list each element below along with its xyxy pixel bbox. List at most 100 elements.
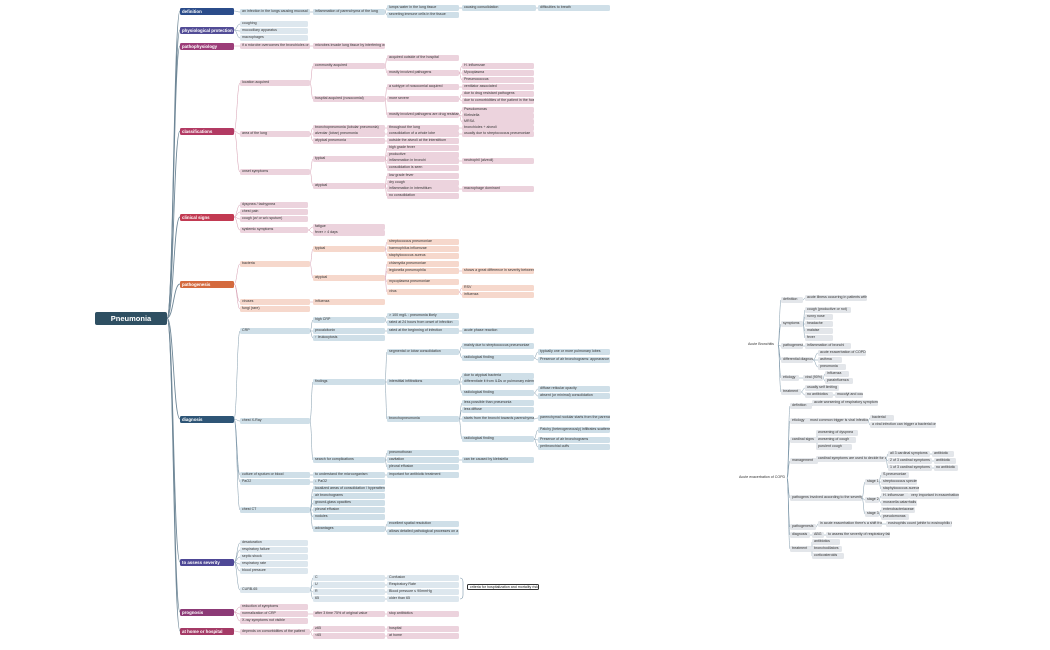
cb-dd-node: differential diagnosis [781, 357, 813, 363]
ae-st3b-node: pseudomonas [881, 514, 909, 520]
sev5-node: blood pressure [240, 568, 308, 574]
ae-pg1a-node: eosinophils count (white to eosinophilic… [886, 521, 952, 527]
connector [309, 263, 314, 279]
cb-pat1-node: inflammation of bronchi [805, 343, 851, 349]
dx-bronch3a-node: parenchymal nodular starts from the pare… [538, 415, 610, 421]
dx-bronch4-node: radiological finding [462, 436, 534, 442]
pg-typ2-node: haemophilus influenzae [387, 246, 459, 252]
connector [309, 381, 314, 422]
connector [233, 283, 241, 310]
cb-sym1-node: cough (productive or not) [805, 307, 851, 313]
ae-st1-node: stage 1 [865, 479, 879, 485]
connector [384, 459, 388, 468]
physiological-protection-node: physiological protection [180, 26, 234, 34]
cls-hosp3-node: mostly involved pathogens are drug resis… [387, 112, 459, 118]
connector [458, 98, 463, 102]
ae-path-node: pathogens involved according to the seve… [790, 495, 862, 501]
cs4-node: systemic symptoms [240, 227, 308, 233]
connector [309, 158, 314, 173]
dx-pa-node: PaO2 [240, 479, 310, 485]
cb-tre3-node: mucolyt and cough [835, 392, 863, 398]
connector [800, 391, 806, 396]
dx-bronch4c-node: peribronchial cuffs [538, 444, 610, 450]
connector [309, 631, 314, 637]
cls-bronch-node: bronchopneumonia (lobular pneumonia) [313, 125, 385, 131]
sev-u-node: U [313, 582, 385, 588]
sev-r1-node: Blood pressure ≤ 90mmHg [387, 589, 459, 595]
connector [458, 72, 463, 81]
dx-crp-high1-node: > 100 mg/L : pneumonia likely [387, 313, 459, 319]
connector [458, 409, 463, 420]
connector [777, 323, 782, 346]
dx-ct-node: chest CT [240, 507, 310, 513]
pg-vir1-node: influenza [313, 299, 385, 305]
def-c1-node: lumps water in the lung tissue [387, 5, 459, 11]
cb-def1-node: acute illness occurring in patients with… [805, 295, 867, 301]
connector [309, 248, 314, 265]
ae-eti1a-node: bacterial [870, 415, 894, 421]
classifications-node: classifications [180, 127, 234, 135]
ae-tr-node: treatment [790, 546, 812, 552]
cls-atyp3-node: inflammation in interstitium [387, 186, 459, 192]
connector [458, 114, 463, 123]
connector [878, 499, 882, 504]
cb-sym4-node: malaise [805, 328, 833, 334]
definition-node: definition [180, 7, 234, 15]
sev-c1-node: Confusion [387, 575, 459, 581]
def-b-node: inflammation of parenchyma of the lung [313, 9, 385, 15]
connector [384, 528, 388, 533]
connector [166, 216, 181, 319]
dx-crp-pct-node: procalcitonin [313, 328, 385, 334]
cls-atyp2-node: dry cough [387, 180, 459, 186]
ae-tr1-node: antibiotics [812, 539, 840, 545]
ae-st2b-node: very important in exacerbation [909, 493, 959, 499]
sev2-node: respiratory failure [240, 547, 308, 553]
ae-eti1b-node: a viral infection can trigger a bacteria… [870, 422, 936, 428]
ae-st1b-node: streptococcus species [881, 479, 917, 485]
dx-cult2-node: important for antibiotic treatment [387, 472, 459, 478]
ae-card2-node: worsening of cough [816, 437, 856, 443]
ah1-node: depends on comorbidities of the patient [240, 629, 310, 635]
dx-pa1-node: ↓ PaO2 [313, 479, 385, 485]
dx-seg2-node: radiological finding [462, 355, 534, 361]
cls-comm-node: community acquired [313, 63, 385, 69]
cb-sym3-node: headache [805, 321, 833, 327]
ae-st3-node: stage 3 [865, 511, 879, 517]
cls-area-node: area of the lung [240, 131, 310, 137]
ae-man-node: management [790, 458, 818, 464]
connector [878, 513, 882, 518]
cls-typ4-node: consolidation is seen [387, 165, 459, 171]
pg-atyp4a-node: RSV [462, 285, 534, 291]
connector [885, 458, 889, 469]
connector [458, 381, 463, 394]
cls-hosp-node: hospital acquired (nosocomial) [313, 96, 385, 102]
pat2-node: microbes invade lung tissue by interferi… [313, 43, 385, 49]
ae-man1b1-node: antibiotic [934, 458, 956, 464]
dx-crp-high-node: high CRP [313, 317, 385, 323]
connector [384, 277, 388, 293]
dx-comp1-node: pneumothorax [387, 450, 459, 456]
cb-def-node: definition [781, 297, 803, 303]
connector [812, 359, 819, 368]
connector [458, 418, 463, 440]
connector [802, 297, 806, 301]
cb-eti1b-node: parainfluenza [825, 378, 853, 384]
connector [861, 481, 866, 499]
connector [309, 330, 314, 339]
connector [233, 561, 241, 572]
dx-cult-node: culture of sputum or blood [240, 472, 310, 478]
dx-bronch3-node: starts from the bronchi towards parenchy… [462, 416, 534, 422]
connector [166, 130, 181, 319]
pg-atyp4b-node: influenza [462, 292, 534, 298]
connector [233, 418, 241, 511]
pg-vir-node: viruses [240, 299, 310, 305]
ae-st2c-node: moraxella catarrhalis [881, 500, 917, 506]
dx-inter-node: interstitial infiltrations [387, 379, 459, 385]
dx-cult1-node: to understand the microorganism [313, 472, 385, 478]
ae-tr3-node: corticosteroids [812, 553, 844, 559]
cls-sym-node: onset symptoms [240, 169, 310, 175]
ae-pg1-node: in acute exacerbation there's a shift fr… [818, 521, 882, 527]
connector [233, 630, 241, 633]
dx-xray-node: chest X-Ray [240, 418, 310, 424]
